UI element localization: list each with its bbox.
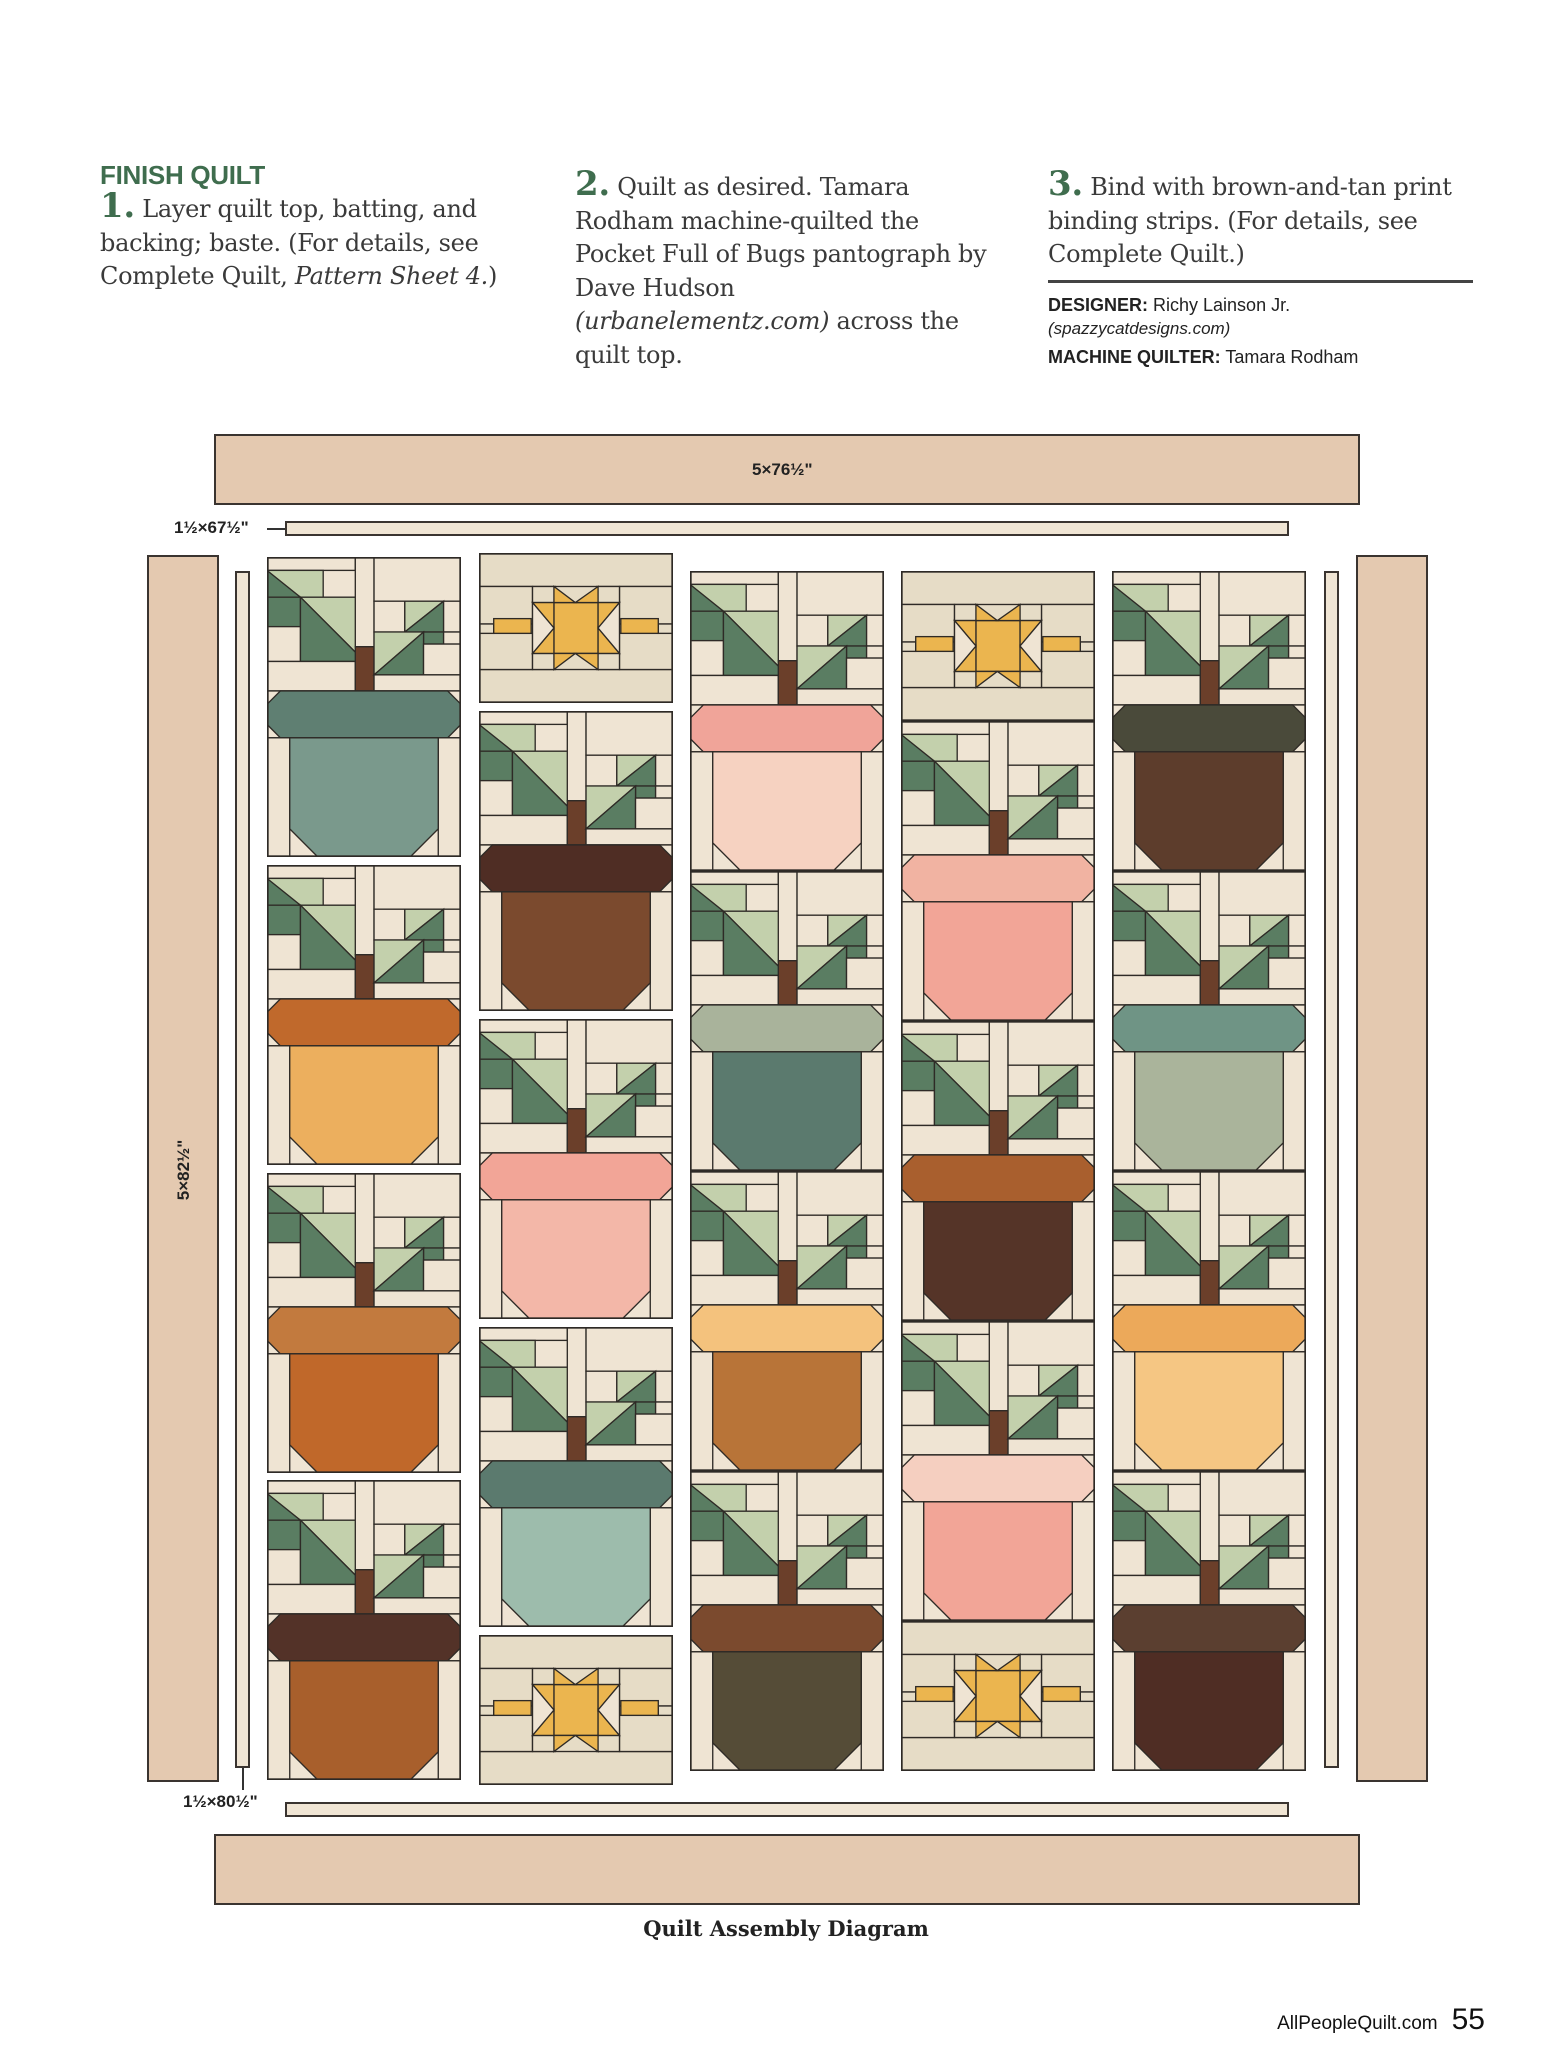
designer-name: Richy Lainson Jr. xyxy=(1148,295,1291,315)
acorn-block xyxy=(479,711,673,1011)
step-text-end: ) xyxy=(488,262,498,290)
step-number: 1. xyxy=(100,186,135,226)
acorn-block xyxy=(1112,1471,1306,1771)
top-border-label: 5×76½" xyxy=(752,460,813,479)
top-sashing xyxy=(285,521,1289,536)
acorn-block xyxy=(267,865,461,1165)
step-3: 3. Bind with brown-and-tan print binding… xyxy=(1048,167,1473,272)
diagram-caption: Quilt Assembly Diagram xyxy=(643,1916,929,1941)
designer-site: (spazzycatdesigns.com) xyxy=(1048,319,1231,338)
footer-site: AllPeopleQuilt.com xyxy=(1277,2013,1438,2034)
leader-line xyxy=(267,528,285,530)
step-number: 3. xyxy=(1048,164,1083,204)
leader-line xyxy=(242,1768,244,1790)
acorn-block xyxy=(1112,871,1306,1171)
acorn-block xyxy=(690,1471,884,1771)
quilter-label: MACHINE QUILTER: xyxy=(1048,347,1221,367)
acorn-block xyxy=(267,1480,461,1780)
credits: DESIGNER: Richy Lainson Jr. (spazzycatde… xyxy=(1048,280,1473,369)
acorn-block xyxy=(267,1173,461,1473)
bottom-sashing xyxy=(285,1802,1289,1817)
acorn-block xyxy=(1112,1171,1306,1471)
section-heading: FINISH QUILT xyxy=(100,160,265,190)
bottom-sashing-label: 1½×80½" xyxy=(183,1792,258,1811)
step-text: Quilt as desired. Tamara Rodham machine-… xyxy=(575,173,987,302)
step-2: 2. Quilt as desired. Tamara Rodham machi… xyxy=(575,167,995,372)
acorn-block xyxy=(690,1171,884,1471)
step-text-italic: Pattern Sheet 4. xyxy=(294,262,488,290)
step-text: Bind with brown-and-tan print binding st… xyxy=(1048,173,1452,268)
star-block xyxy=(901,571,1095,721)
step-1: FINISH QUILT 1. Layer quilt top, batting… xyxy=(100,160,500,294)
acorn-block xyxy=(479,1019,673,1319)
step-text-italic: (urbanelementz.com) xyxy=(575,307,830,335)
page-number: 55 xyxy=(1451,2003,1485,2036)
acorn-block xyxy=(901,721,1095,1021)
star-block xyxy=(479,1635,673,1785)
acorn-block xyxy=(1112,571,1306,871)
star-block xyxy=(901,1621,1095,1771)
acorn-block xyxy=(690,571,884,871)
acorn-block xyxy=(901,1321,1095,1621)
star-block xyxy=(479,553,673,703)
step-text: Layer quilt top, batting, and backing; b… xyxy=(100,195,479,290)
left-border xyxy=(147,555,219,1782)
acorn-block xyxy=(267,557,461,857)
designer-label: DESIGNER: xyxy=(1048,295,1149,315)
bottom-border xyxy=(214,1834,1360,1905)
acorn-block xyxy=(690,871,884,1171)
quilter-name: Tamara Rodham xyxy=(1220,347,1359,367)
top-sashing-label: 1½×67½" xyxy=(174,518,249,537)
right-border xyxy=(1356,555,1428,1782)
step-text-end: across the quilt top. xyxy=(575,307,959,369)
acorn-block xyxy=(901,1021,1095,1321)
left-sashing xyxy=(235,571,250,1768)
top-border xyxy=(214,434,1360,505)
step-number: 2. xyxy=(575,164,610,204)
page-footer: AllPeopleQuilt.com 55 xyxy=(1277,2003,1485,2037)
side-border-label: 5×82½" xyxy=(174,1139,193,1201)
acorn-block xyxy=(479,1327,673,1627)
right-sashing xyxy=(1324,571,1339,1768)
